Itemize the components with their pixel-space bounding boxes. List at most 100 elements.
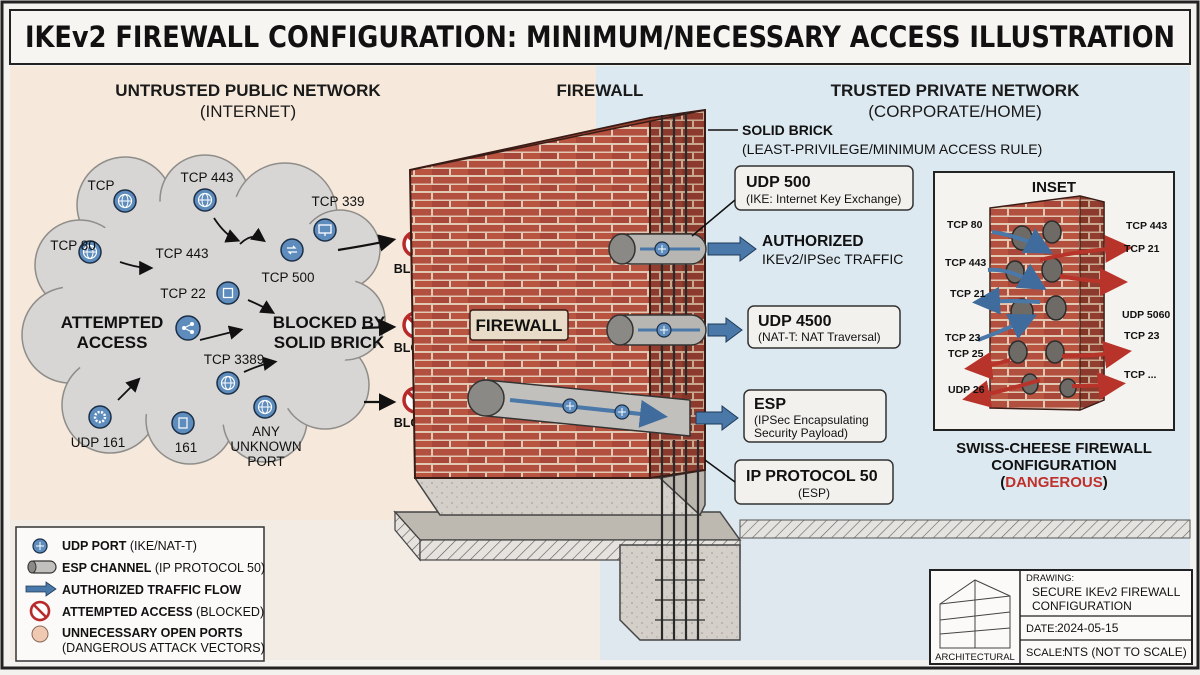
esp-desc: (IPSec Encapsulating (754, 413, 869, 427)
port-label: TCP 22 (160, 286, 206, 301)
public-zone-subtitle: (INTERNET) (200, 102, 296, 121)
any-port-label: PORT (247, 454, 284, 469)
esp-channel-icon (614, 404, 630, 420)
port-label: TCP 443 (180, 170, 233, 185)
legend-item: ESP CHANNEL (IP PROTOCOL 50) (62, 561, 265, 575)
inset-title: INSET (1032, 179, 1076, 196)
port-label: TCP 339 (311, 194, 364, 209)
cloud-arrows (117, 217, 278, 401)
port-label: TCP 80 (50, 238, 96, 253)
swiss-cheese-inset: INSET TCP (933, 171, 1175, 491)
firewall-wall (393, 108, 1191, 641)
inset-left-label: TCP 23 (945, 332, 981, 344)
legend-item: AUTHORIZED TRAFFIC FLOW (62, 583, 241, 597)
authorized-title: AUTHORIZED (762, 233, 864, 250)
udp-port-icon (32, 538, 48, 554)
document-icon (171, 411, 195, 435)
cloud-labels: TCP TCP 443 TCP 339 TCP 80 TCP 443 TCP 5… (50, 170, 364, 455)
wall-label-box (469, 309, 569, 341)
drawing-name: SECURE IKEv2 FIREWALL (1032, 585, 1181, 599)
port-label: UDP 161 (71, 435, 126, 450)
dangerous-label: DANGEROUS (1005, 474, 1103, 491)
port-label: 161 (175, 440, 198, 455)
attempted-access-label: ATTEMPTED (61, 313, 164, 332)
date-label: DATE: (1026, 623, 1058, 635)
port-label: TCP 3389 (204, 352, 265, 367)
inset-left-label: UDP 26 (948, 384, 985, 396)
private-zone-subtitle: (CORPORATE/HOME) (868, 102, 1041, 121)
date-value: 2024-05-15 (1057, 621, 1119, 635)
port-label: TCP 500 (261, 270, 314, 285)
public-zone-title: UNTRUSTED PUBLIC NETWORK (115, 81, 381, 100)
globe-icon (216, 371, 240, 395)
esp-tunnel (467, 379, 691, 437)
inset-caption: SWISS-CHEESE FIREWALL (956, 440, 1152, 457)
drawing-name: CONFIGURATION (1032, 599, 1132, 613)
inset-left-label: TCP 25 (948, 348, 984, 360)
globe-icon (113, 189, 137, 213)
esp-title: ESP (754, 396, 786, 413)
any-port-label: UNKNOWN (230, 439, 301, 454)
authorized-desc: IKEv2/IPSec TRAFFIC (762, 251, 903, 267)
architectural-logo (939, 579, 1011, 649)
private-zone-title: TRUSTED PRIVATE NETWORK (831, 81, 1080, 100)
inset-right-label: TCP 23 (1124, 330, 1160, 342)
gear-icon (88, 405, 112, 429)
firewall-zone-title: FIREWALL (557, 81, 644, 100)
legend-item: UNNECESSARY OPEN PORTS (62, 626, 243, 640)
inset-left-label: TCP 21 (950, 288, 986, 300)
udp4500-tunnel (606, 314, 707, 346)
udp4500-callout: UDP 4500 (NAT-T: NAT Traversal) (747, 305, 901, 349)
esp-channel-icon (27, 560, 57, 574)
legend: UDP PORT (IKE/NAT-T) ESP CHANNEL (IP PRO… (15, 526, 265, 662)
udp4500-title: UDP 4500 (758, 313, 832, 330)
exchange-icon (280, 238, 304, 262)
esp-channel-icon (562, 398, 578, 414)
legend-note: (DANGEROUS ATTACK VECTORS) (62, 641, 265, 655)
scale-value: NTS (NOT TO SCALE) (1064, 645, 1187, 659)
logo-text: ARCHITECTURAL (935, 652, 1015, 663)
udp500-callout: UDP 500 (IKE: Internet Key Exchange) (691, 165, 914, 237)
title-bar (9, 9, 1191, 65)
blocked-icon (29, 600, 51, 622)
legend-item: ATTEMPTED ACCESS (BLOCKED) (62, 605, 264, 619)
udp500-title: UDP 500 (746, 174, 811, 191)
chip-icon (216, 281, 240, 305)
authorized-flow-arrows (695, 236, 757, 431)
open-port-icon (31, 625, 49, 643)
blocked-by-label: SOLID BRICK (274, 333, 385, 352)
share-icon (175, 315, 201, 341)
inset-left-label: TCP 80 (947, 219, 983, 231)
inset-left-label: TCP 443 (945, 257, 986, 269)
attempted-access-label: ACCESS (77, 333, 148, 352)
inset-right-label: UDP 5060 (1122, 309, 1170, 321)
ipproto50-callout: IP PROTOCOL 50 (ESP) (704, 459, 894, 505)
inset-right-label: TCP 21 (1124, 243, 1160, 255)
legend-item: UDP PORT (IKE/NAT-T) (62, 539, 197, 553)
title-block: ARCHITECTURAL DRAWING: SECURE IKEv2 FIRE… (929, 569, 1193, 665)
blocked-by-label: BLOCKED BY (273, 313, 386, 332)
wall-label: FIREWALL (476, 316, 563, 335)
esp-desc: Security Payload) (754, 426, 848, 440)
page-title: IKEv2 FIREWALL CONFIGURATION: MINIMUM/NE… (25, 20, 1175, 54)
globe-icon (253, 395, 277, 419)
port-label: TCP (88, 178, 115, 193)
ipproto50-desc: (ESP) (798, 486, 830, 500)
inset-right-label: TCP ... (1124, 369, 1157, 381)
ipproto50-title: IP PROTOCOL 50 (746, 468, 878, 485)
drawing-label: DRAWING: (1026, 573, 1074, 584)
solid-brick-note: (LEAST-PRIVILEGE/MINIMUM ACCESS RULE) (742, 141, 1042, 157)
solid-brick-label: SOLID BRICK (742, 122, 833, 138)
udp500-tunnel (608, 233, 707, 265)
flow-arrow-icon (25, 581, 57, 597)
globe-icon (193, 188, 217, 212)
attempt-arrow (337, 234, 397, 252)
udp-port-icon (656, 322, 672, 338)
scale-label: SCALE: (1026, 647, 1065, 659)
inset-dangerous-line: (DANGEROUS) (1000, 474, 1108, 491)
inset-right-label: TCP 443 (1126, 220, 1167, 232)
attempt-arrow (361, 318, 397, 337)
esp-callout: ESP (IPSec Encapsulating Security Payloa… (743, 389, 887, 443)
